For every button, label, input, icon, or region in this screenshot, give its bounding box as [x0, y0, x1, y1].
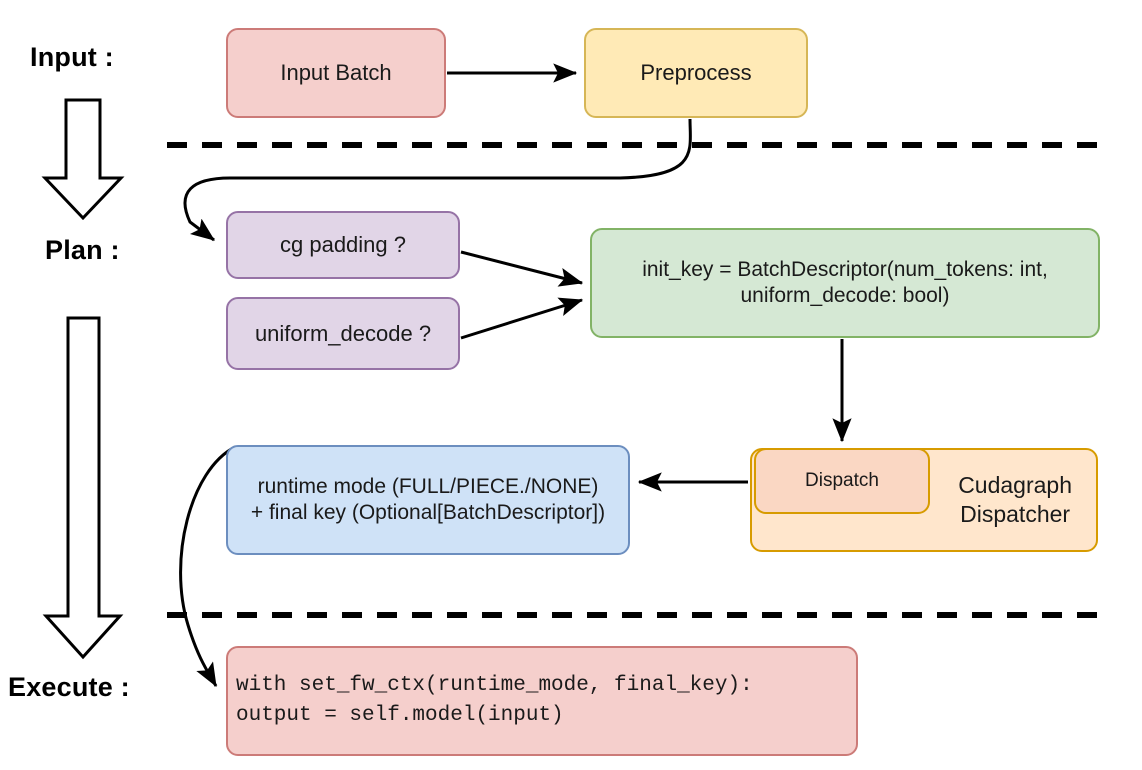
node-execute-code[interactable]: with set_fw_ctx(runtime_mode, final_key)… [226, 646, 858, 756]
node-preprocess[interactable]: Preprocess [584, 28, 808, 118]
node-uniform-decode[interactable]: uniform_decode ? [226, 297, 460, 370]
stage-label-plan: Plan : [45, 235, 120, 265]
stage-arrow-input-to-plan [41, 98, 125, 221]
node-dispatch[interactable]: Dispatch [754, 448, 930, 514]
node-init-key[interactable]: init_key = BatchDescriptor(num_tokens: i… [590, 228, 1100, 338]
stage-arrow-plan-to-execute [42, 316, 124, 660]
edge-cg-padding-to-init-key [460, 250, 584, 287]
edge-uniform-decode-to-init-key [460, 297, 584, 340]
stage-label-execute: Execute : [8, 672, 130, 702]
node-input-batch[interactable]: Input Batch [226, 28, 446, 118]
stage-label-input: Input : [30, 42, 114, 72]
node-runtime-mode[interactable]: runtime mode (FULL/PIECE./NONE) + final … [226, 445, 630, 555]
node-cg-padding[interactable]: cg padding ? [226, 211, 460, 279]
